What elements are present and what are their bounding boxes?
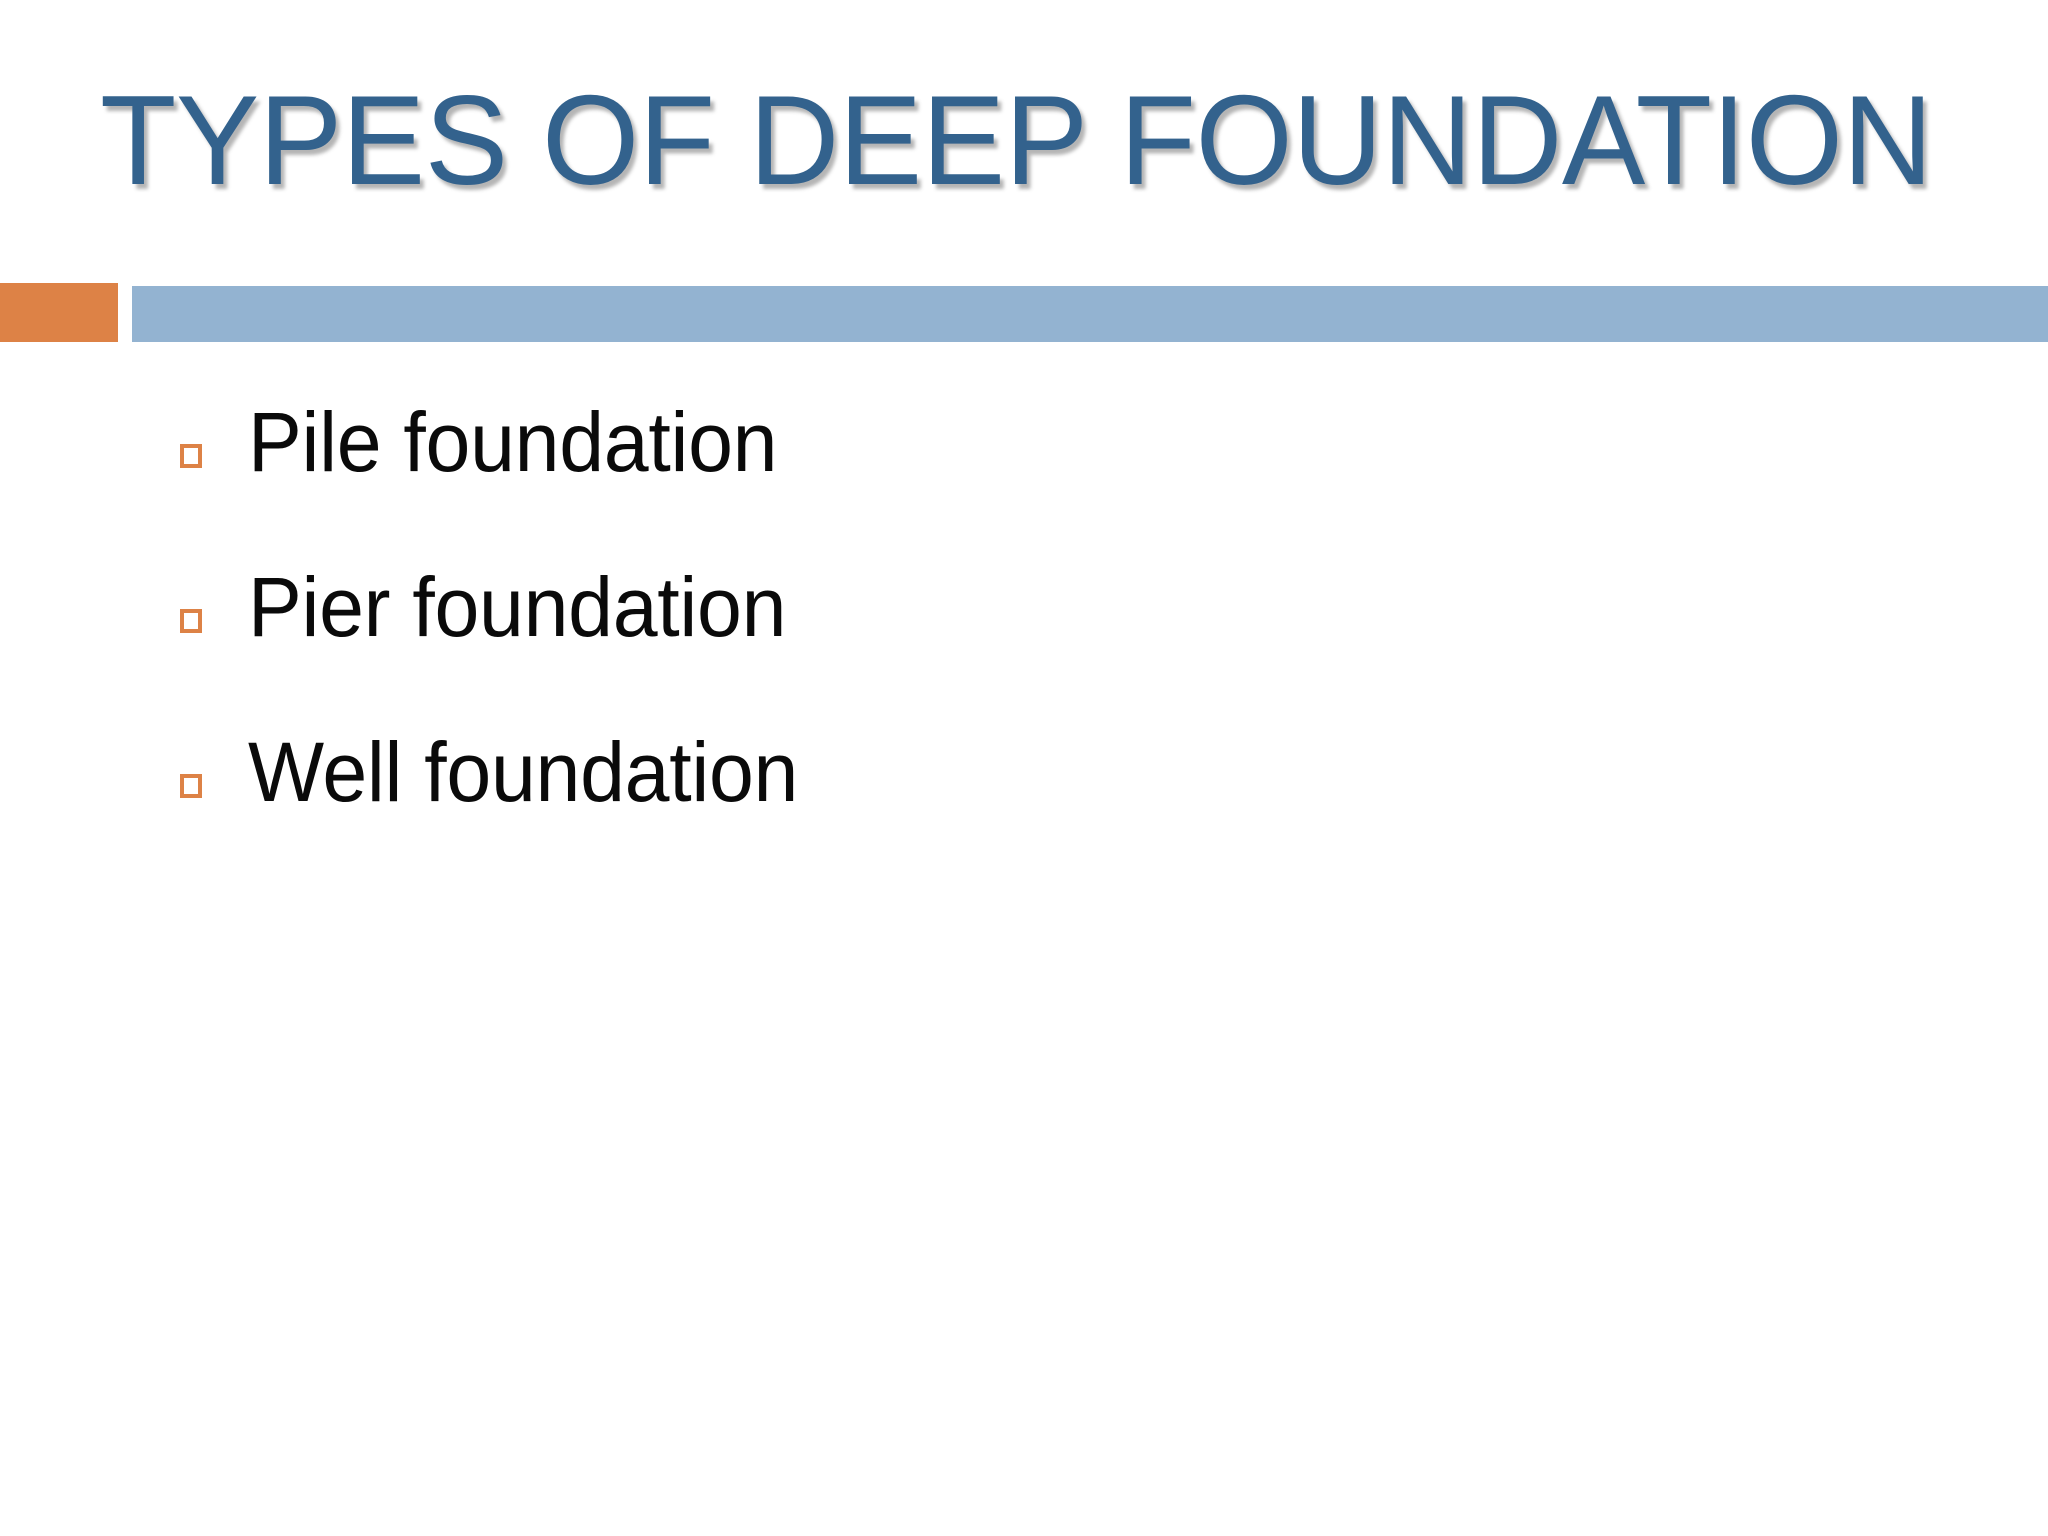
- list-item-label: Pier foundation: [248, 560, 787, 654]
- square-bullet-icon: [180, 444, 202, 468]
- list-item: Pile foundation: [0, 390, 2048, 555]
- list-item-label: Well foundation: [248, 725, 799, 819]
- square-bullet-icon: [180, 609, 202, 633]
- square-bullet-icon: [180, 774, 202, 798]
- list-item-label: Pile foundation: [248, 395, 778, 489]
- list-item: Pier foundation: [0, 555, 2048, 720]
- page-title: TYPES OF DEEP FOUNDATION: [100, 69, 1933, 211]
- list-item: Well foundation: [0, 720, 2048, 885]
- bullet-list: Pile foundation Pier foundation Well fou…: [0, 390, 2048, 885]
- orange-accent-block: [0, 283, 118, 342]
- blue-divider-bar: [132, 286, 2048, 342]
